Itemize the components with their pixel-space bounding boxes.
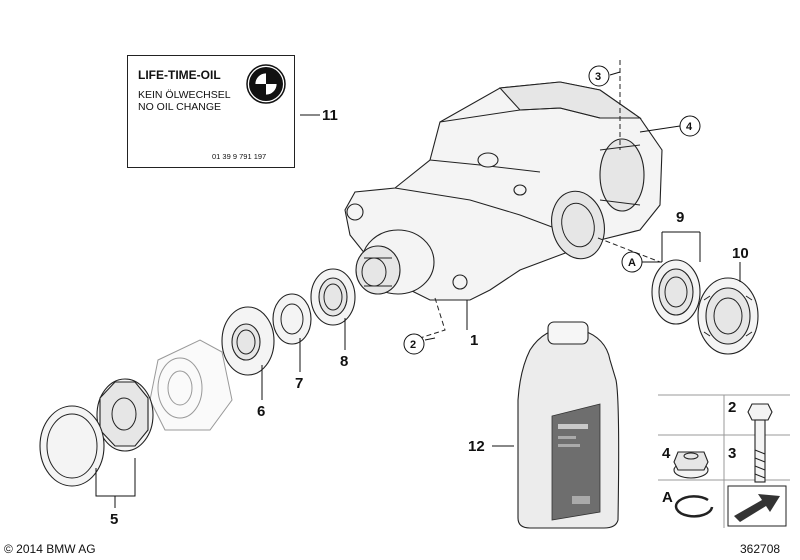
callout-a: A xyxy=(628,257,636,269)
oil-label-line-2: NO OIL CHANGE xyxy=(138,101,222,113)
callout-6: 6 xyxy=(257,403,265,420)
oil-label-title: LIFE-TIME-OIL xyxy=(138,68,221,82)
oil-bottle-part-12 xyxy=(517,321,620,529)
callout-2: 2 xyxy=(410,339,416,351)
direction-arrow-icon xyxy=(727,485,787,527)
shaft-seal-part-8 xyxy=(310,268,356,326)
leader-lines xyxy=(95,71,741,508)
output-flange-outline xyxy=(149,339,233,431)
bolt-icon xyxy=(747,403,773,483)
callout-7: 7 xyxy=(295,375,303,392)
copyright-text: © 2014 BMW AG xyxy=(4,542,96,556)
callout-3-circle: 3 xyxy=(588,65,610,87)
spacer-ring-part-7 xyxy=(272,293,312,345)
hardware-legend-grid xyxy=(658,394,790,528)
callout-10: 10 xyxy=(732,245,749,262)
oil-label-part-number: 01 39 9 791 197 xyxy=(212,152,267,161)
callout-4: 4 xyxy=(686,121,693,133)
oil-label-line-1: KEIN ÖLWECHSEL xyxy=(138,89,231,101)
callout-4-circle: 4 xyxy=(679,115,701,137)
bmw-logo-icon xyxy=(246,64,286,104)
lock-ring-part-10 xyxy=(697,277,759,355)
legend-bolt-alt-number: 3 xyxy=(728,445,736,462)
radial-seal-part-9 xyxy=(651,259,701,325)
diagram-id: 362708 xyxy=(740,542,781,556)
callout-5: 5 xyxy=(110,511,118,528)
legend-bolt-number: 2 xyxy=(728,399,736,416)
nut-icon xyxy=(673,451,709,479)
callout-3: 3 xyxy=(595,71,601,83)
legend-nut-number: 4 xyxy=(662,445,671,462)
callout-12: 12 xyxy=(468,438,485,455)
callout-2-circle: 2 xyxy=(403,333,425,355)
collar-nut-part-5 xyxy=(39,378,154,487)
flange-washer-part-6 xyxy=(221,306,275,376)
callout-8: 8 xyxy=(340,353,348,370)
differential-housing xyxy=(344,81,663,301)
callout-9: 9 xyxy=(676,209,684,226)
callout-a-circle: A xyxy=(621,251,643,273)
circlip-icon xyxy=(674,495,714,518)
callout-1: 1 xyxy=(470,332,478,349)
legend-clip-letter: A xyxy=(662,489,673,506)
callout-11: 11 xyxy=(322,107,338,124)
